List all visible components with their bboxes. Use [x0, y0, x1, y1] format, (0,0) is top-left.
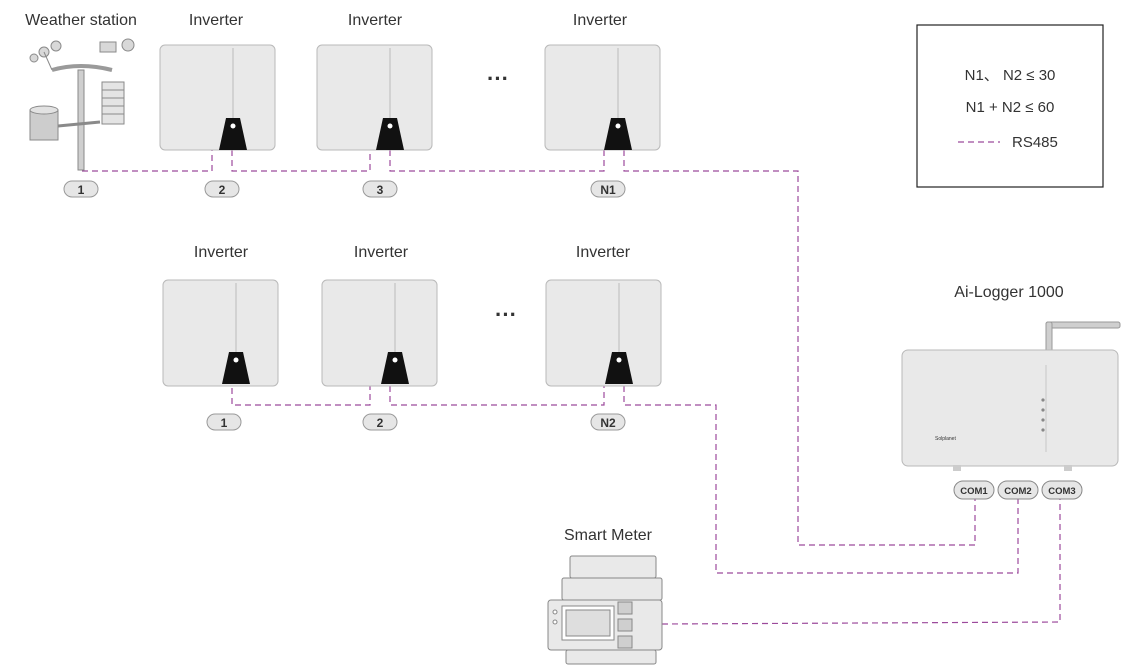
- inverter-connector: [605, 352, 633, 384]
- inverter-label: Inverter: [194, 244, 249, 261]
- ai-logger: Ai-Logger 1000 Solplanet COM1 COM2 COM3: [901, 284, 1121, 500]
- inverter-row-1: Inverter 2 Inverter 3 ··· Inverter N1: [159, 12, 661, 198]
- inverter-body: [159, 44, 276, 151]
- com-port: COM1: [953, 480, 995, 500]
- smart-meter: Smart Meter: [547, 527, 663, 665]
- inverter: Inverter N1: [544, 12, 661, 198]
- badge-label: 3: [377, 183, 384, 197]
- badge-label: 2: [219, 183, 226, 197]
- inverter-body: [316, 44, 433, 151]
- legend-line-2: N1 + N2 ≤ 60: [966, 99, 1055, 116]
- logger-led-indicators: [1041, 398, 1045, 432]
- badge: [362, 413, 398, 431]
- wire-row1-to-com1: [623, 150, 976, 546]
- inverter-body: [162, 279, 279, 387]
- inverter: Inverter 1: [162, 244, 279, 431]
- com-port-label: COM3: [1048, 486, 1075, 497]
- inverter-label: Inverter: [348, 12, 403, 29]
- wire-row2-to-com2: [623, 386, 1019, 574]
- wire-row2-seg2: [389, 386, 605, 406]
- smart-meter-icon: [547, 555, 663, 665]
- weather-station-icon: [29, 38, 135, 171]
- com-port: COM2: [997, 480, 1039, 500]
- badge: [206, 413, 242, 431]
- inverter-row-2: Inverter 1 Inverter 2 ··· Inverter N2: [162, 244, 662, 431]
- inverter: Inverter 2: [159, 12, 276, 198]
- ellipsis: ···: [487, 66, 509, 91]
- inverter-body: [545, 279, 662, 387]
- badge: 1: [63, 180, 99, 198]
- inverter-connector: [222, 352, 250, 384]
- badge-label: 1: [78, 183, 85, 197]
- com-port-label: COM1: [960, 486, 988, 497]
- com-port: COM3: [1041, 480, 1083, 500]
- badge-label: N2: [600, 416, 616, 430]
- weather-station-label: Weather station: [25, 12, 137, 29]
- inverter-label: Inverter: [189, 12, 244, 29]
- wire-row1-seg3: [389, 150, 605, 172]
- inverter-label: Inverter: [576, 244, 631, 261]
- weather-station: Weather station 1: [25, 12, 137, 198]
- ellipsis: ···: [495, 302, 517, 327]
- wire-meter-to-com3: [661, 495, 1061, 625]
- badge: [590, 413, 626, 431]
- inverter-connector: [219, 118, 247, 150]
- com-port-label: COM2: [1004, 486, 1031, 497]
- logger-label: Ai-Logger 1000: [954, 284, 1064, 301]
- smart-meter-label: Smart Meter: [564, 527, 653, 544]
- legend-box: N1、 N2 ≤ 30 N1 + N2 ≤ 60 RS485: [916, 24, 1104, 188]
- wire-row2-seg1: [231, 386, 371, 406]
- rs485-wiring: [82, 150, 1061, 625]
- inverter-connector: [604, 118, 632, 150]
- port-stub: [1064, 465, 1072, 471]
- logger-brand: Solplanet: [935, 436, 956, 442]
- legend-line-1: N1、 N2 ≤ 30: [965, 67, 1056, 84]
- badge-label: 1: [221, 416, 228, 430]
- port-stub: [953, 465, 961, 471]
- inverter: Inverter 3: [316, 12, 433, 198]
- legend-rs485-label: RS485: [1012, 134, 1058, 151]
- badge: [362, 180, 398, 198]
- inverter-label: Inverter: [354, 244, 409, 261]
- inverter-label: Inverter: [573, 12, 628, 29]
- inverter-body: [321, 279, 438, 387]
- antenna-icon: [1045, 321, 1121, 353]
- wire-row1-seg2: [231, 150, 371, 172]
- inverter-connector: [376, 118, 404, 150]
- badge-label: 2: [377, 416, 384, 430]
- badge: [590, 180, 626, 198]
- inverter: Inverter N2: [545, 244, 662, 431]
- logger-body: [901, 349, 1119, 467]
- badge-label: N1: [600, 183, 616, 197]
- inverter-body: [544, 44, 661, 151]
- badge: [204, 180, 240, 198]
- wire-row1-bus: [82, 150, 213, 172]
- inverter-connector: [381, 352, 409, 384]
- inverter: Inverter 2: [321, 244, 438, 431]
